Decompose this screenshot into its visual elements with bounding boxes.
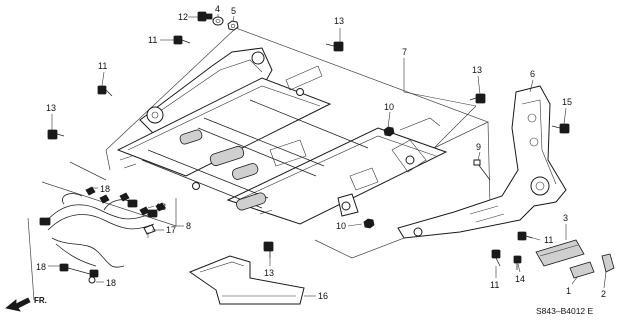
front-direction-label: FR. [34, 296, 47, 305]
label-part-17: 17 [166, 225, 176, 235]
switch-knob [569, 261, 595, 279]
label-part-11-right: 11 [544, 235, 553, 245]
leader-lines [48, 14, 607, 297]
label-part-15: 15 [562, 97, 572, 107]
harness-clip-17 [143, 224, 156, 238]
bolt-11-bottom [491, 249, 501, 267]
bolt-13-mid [469, 93, 486, 104]
power-seat-switch [535, 239, 585, 267]
label-part-2: 2 [601, 289, 606, 299]
front-direction-arrow: FR. [5, 296, 47, 312]
diagram-code: S843–B4012 E [536, 306, 594, 316]
label-part-14: 14 [515, 274, 525, 284]
recliner-frame [397, 85, 567, 239]
label-part-18-left: 18 [36, 262, 46, 272]
label-part-18-right: 18 [156, 202, 166, 212]
switch-knob-small [601, 253, 615, 273]
wire-harness [39, 193, 158, 284]
label-part-13-bottom: 13 [264, 268, 274, 278]
washer-4 [212, 16, 224, 26]
bolt-9 [473, 159, 491, 181]
nut-10-lower [363, 218, 375, 229]
label-part-5: 5 [231, 6, 236, 16]
screw-14 [513, 255, 522, 270]
fastener-12 [197, 11, 213, 22]
bolt-13-top [325, 41, 344, 52]
label-part-6: 6 [530, 69, 535, 79]
label-part-13-right: 13 [472, 65, 482, 75]
label-part-12: 12 [178, 12, 188, 22]
seat-track-frame [116, 47, 448, 225]
bolt-15 [551, 123, 570, 134]
label-part-8: 8 [186, 221, 191, 231]
label-part-3: 3 [563, 213, 568, 223]
label-part-10-lower: 10 [336, 221, 346, 231]
bolt-11-left [97, 85, 113, 97]
lower-bracket [188, 255, 305, 305]
label-part-4: 4 [215, 4, 220, 14]
label-part-11-left: 11 [98, 61, 107, 71]
label-part-9: 9 [476, 142, 481, 152]
label-part-1: 1 [566, 286, 571, 296]
label-part-11-bottom: 11 [490, 280, 499, 290]
label-part-13-left: 13 [46, 103, 56, 113]
bolt-13-left [47, 129, 65, 140]
label-part-16: 16 [318, 291, 328, 301]
harness-clips [85, 186, 166, 216]
label-part-11-top: 11 [148, 35, 157, 45]
nut-5 [227, 20, 239, 31]
bolt-11-top [173, 35, 191, 45]
bolt-11-right [517, 231, 533, 241]
bolt-13-bottom [263, 241, 274, 258]
label-part-18-top: 18 [100, 184, 110, 194]
label-part-13-top: 13 [334, 16, 344, 26]
label-part-10-upper: 10 [384, 102, 394, 112]
part-labels: 12 4 5 11 13 7 13 6 11 13 10 15 9 10 3 1… [36, 4, 606, 301]
label-part-18-bottom: 18 [106, 278, 116, 288]
label-part-7: 7 [402, 47, 407, 57]
